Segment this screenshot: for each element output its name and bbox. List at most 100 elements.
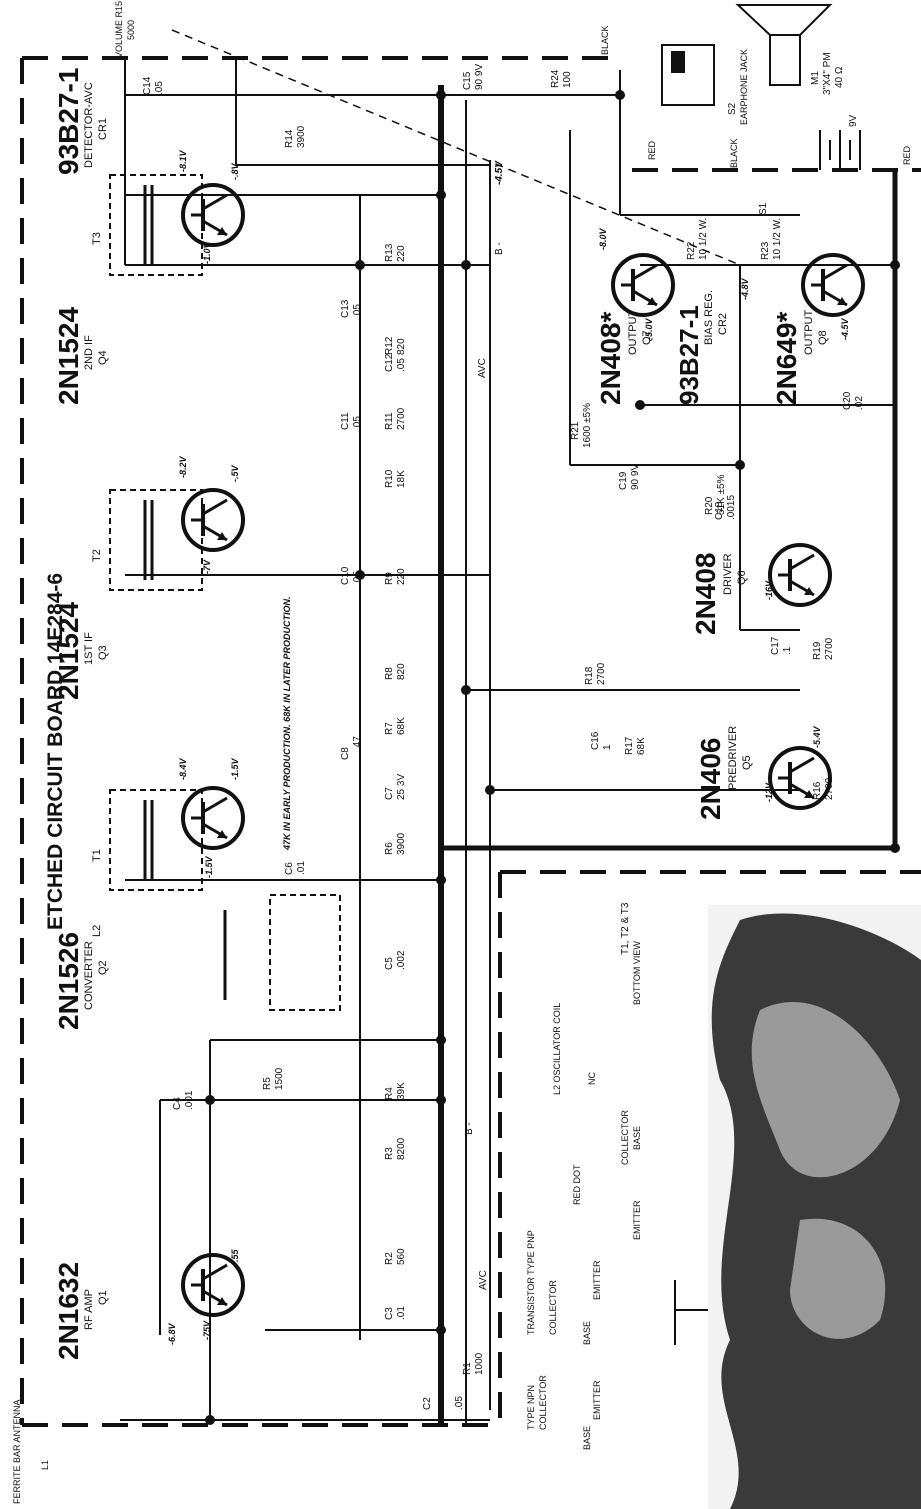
svg-text:OUTPUT: OUTPUT [627, 310, 639, 356]
svg-text:Q2: Q2 [97, 960, 109, 975]
svg-text:1500: 1500 [274, 1067, 285, 1090]
svg-text:COLLECTOR: COLLECTOR [620, 1110, 630, 1165]
svg-text:.55: .55 [230, 1248, 240, 1262]
svg-text:M1: M1 [810, 71, 821, 85]
volume-dashed-link [171, 29, 741, 266]
svg-text:.0015: .0015 [726, 495, 737, 520]
svg-text:90 9V: 90 9V [474, 64, 485, 90]
svg-text:220: 220 [396, 568, 407, 585]
svg-text:B -: B - [494, 242, 505, 255]
svg-text:L2 OSCILLATOR COIL: L2 OSCILLATOR COIL [552, 1003, 562, 1095]
board-title: ETCHED CIRCUIT BOARD 14E284-6 [44, 573, 67, 930]
svg-text:1: 1 [602, 744, 613, 750]
transformers [109, 174, 341, 1011]
q2-symbol [181, 786, 245, 850]
svg-text:B -: B - [464, 1122, 475, 1135]
svg-text:-1.0V: -1.0V [202, 241, 212, 264]
svg-text:.01: .01 [396, 1306, 407, 1320]
svg-text:C12: C12 [384, 353, 395, 372]
svg-text:2N1526: 2N1526 [53, 932, 84, 1030]
battery-symbol [819, 130, 861, 170]
svg-text:9V: 9V [848, 114, 859, 127]
svg-text:TYPE NPN: TYPE NPN [526, 1385, 536, 1430]
svg-text:C4: C4 [172, 1097, 183, 1110]
svg-text:90 9V: 90 9V [630, 464, 641, 490]
svg-text:EMITTER: EMITTER [592, 1380, 602, 1420]
svg-text:CONVERTER: CONVERTER [83, 941, 95, 1010]
svg-text:39K: 39K [396, 1082, 407, 1100]
svg-text:R23: R23 [760, 241, 771, 260]
svg-text:RED: RED [647, 140, 657, 160]
svg-text:R2: R2 [384, 1252, 395, 1265]
svg-text:-1.5V: -1.5V [230, 757, 240, 780]
svg-text:C20: C20 [842, 391, 853, 410]
svg-text:C2: C2 [422, 1397, 433, 1410]
svg-text:2N1632: 2N1632 [53, 1262, 84, 1360]
svg-text:C8: C8 [340, 747, 351, 760]
svg-text:RED: RED [902, 145, 912, 165]
svg-text:R8: R8 [384, 667, 395, 680]
svg-text:C14: C14 [142, 76, 153, 95]
svg-text:Q4: Q4 [97, 350, 109, 365]
svg-text:2N649*: 2N649* [771, 311, 802, 405]
svg-text:AVC: AVC [477, 358, 488, 378]
svg-text:T3: T3 [91, 232, 103, 245]
svg-text:560: 560 [396, 1248, 407, 1265]
svg-text:25 3V: 25 3V [396, 774, 407, 800]
svg-text:S1: S1 [758, 202, 769, 215]
svg-text:R4: R4 [384, 1087, 395, 1100]
svg-text:R13: R13 [384, 243, 395, 262]
svg-text:C7: C7 [384, 787, 395, 800]
svg-text:C19: C19 [618, 471, 629, 490]
svg-text:Q3: Q3 [97, 645, 109, 660]
svg-text:.002: .002 [396, 950, 407, 970]
svg-text:R12: R12 [384, 336, 395, 355]
svg-text:BLACK: BLACK [729, 138, 739, 168]
svg-text:.05: .05 [352, 304, 363, 318]
svg-text:BASE: BASE [632, 1126, 642, 1150]
svg-text:R6: R6 [384, 842, 395, 855]
svg-text:.47: .47 [352, 736, 363, 750]
svg-text:93B27-1: 93B27-1 [53, 68, 84, 175]
svg-text:-8.1V: -8.1V [178, 149, 188, 172]
svg-text:EMITTER: EMITTER [592, 1260, 602, 1300]
q3-symbol [181, 488, 245, 552]
svg-text:S2: S2 [727, 102, 738, 115]
svg-text:C15: C15 [462, 71, 473, 90]
earphone-jack-symbol [661, 44, 715, 106]
svg-text:100: 100 [562, 71, 573, 88]
svg-text:.001: .001 [184, 1090, 195, 1110]
svg-text:Q8: Q8 [817, 330, 829, 345]
svg-text:C11: C11 [340, 412, 351, 430]
svg-text:R5: R5 [262, 1077, 273, 1090]
svg-text:VOLUME R15: VOLUME R15 [114, 1, 124, 58]
svg-text:.05: .05 [352, 416, 363, 430]
svg-text:-8.0V: -8.0V [598, 227, 608, 250]
svg-text:PREDRIVER: PREDRIVER [727, 726, 739, 790]
svg-text:47K IN EARLY PRODUCTION. 68K I: 47K IN EARLY PRODUCTION. 68K IN LATER PR… [282, 596, 292, 851]
svg-text:C6: C6 [284, 862, 295, 875]
svg-text:820: 820 [396, 663, 407, 680]
svg-text:.1: .1 [782, 646, 793, 655]
svg-text:R10: R10 [384, 469, 395, 488]
svg-text:1600 ±5%: 1600 ±5% [582, 403, 593, 448]
svg-text:R3: R3 [384, 1147, 395, 1160]
svg-text:10 1/2 W.: 10 1/2 W. [698, 218, 709, 260]
svg-text:68K: 68K [396, 717, 407, 735]
svg-text:820: 820 [396, 338, 407, 355]
svg-text:-.5V: -.5V [230, 464, 240, 482]
svg-text:3"X4" PM: 3"X4" PM [822, 52, 833, 95]
svg-text:-5.0V: -5.0V [644, 317, 654, 340]
svg-text:R9: R9 [384, 572, 395, 585]
svg-text:R19: R19 [812, 641, 823, 660]
svg-text:BASE: BASE [582, 1321, 592, 1345]
svg-text:C3: C3 [384, 1307, 395, 1320]
svg-text:R22: R22 [686, 241, 697, 260]
svg-text:.05: .05 [454, 1396, 465, 1410]
svg-text:2ND IF: 2ND IF [83, 335, 95, 370]
svg-text:R7: R7 [384, 722, 395, 735]
svg-text:EMITTER: EMITTER [632, 1200, 642, 1240]
svg-text:R18: R18 [584, 666, 595, 685]
svg-text:C18: C18 [714, 501, 725, 520]
